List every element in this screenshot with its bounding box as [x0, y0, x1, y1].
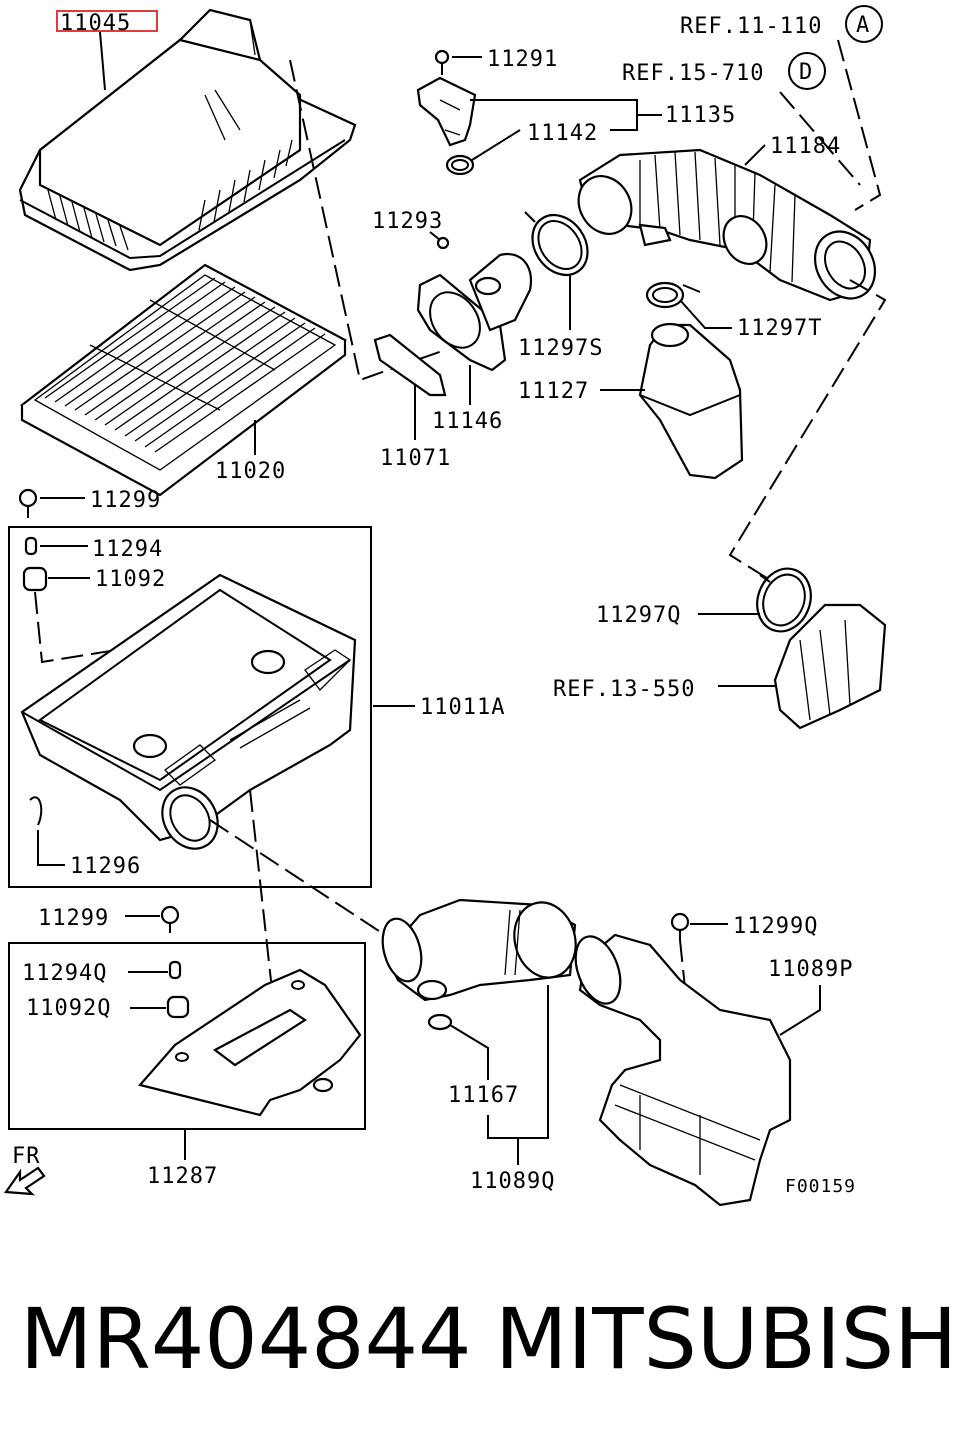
grommet-11294[interactable] [24, 536, 38, 556]
callout-11167[interactable]: 11167 [448, 1083, 519, 1108]
callout-11135[interactable]: 11135 [665, 103, 736, 128]
screw-11299-top[interactable] [18, 488, 38, 518]
intake-adaptor-11146[interactable] [416, 252, 533, 372]
callout-11089P[interactable]: 11089P [768, 957, 853, 982]
air-filter-element[interactable] [19, 263, 348, 497]
callout-11089Q[interactable]: 11089Q [470, 1169, 555, 1194]
figure-code: F00159 [785, 1176, 856, 1197]
callout-11299-mid[interactable]: 11299 [38, 906, 109, 931]
screw-11299Q[interactable] [670, 912, 690, 940]
callout-11294Q[interactable]: 11294Q [22, 961, 107, 986]
badge-a [845, 5, 883, 43]
callout-11092[interactable]: 11092 [95, 567, 166, 592]
callout-11299Q[interactable]: 11299Q [733, 914, 818, 939]
fr-label: FR [12, 1144, 41, 1169]
air-intake-hose-11184[interactable] [568, 148, 886, 309]
fr-arrow-icon [3, 1166, 46, 1196]
callout-11020[interactable]: 11020 [215, 459, 286, 484]
badge-a-letter: A [856, 13, 870, 38]
seal-11167[interactable] [427, 1013, 453, 1031]
turbo-inlet-ref[interactable] [773, 603, 887, 730]
o-ring-11142[interactable] [445, 154, 475, 176]
callout-11071[interactable]: 11071 [380, 446, 451, 471]
highlight-box [56, 10, 158, 32]
callout-11297T[interactable]: 11297T [737, 316, 822, 341]
air-cleaner-case-11011A[interactable] [20, 573, 357, 859]
clip-11296[interactable] [29, 796, 43, 826]
callout-11293[interactable]: 11293 [372, 209, 443, 234]
hose-clamp-11297S[interactable] [521, 204, 599, 285]
screw-11291[interactable] [434, 49, 450, 75]
intake-duct-11089P[interactable] [567, 930, 792, 1207]
ref-15-710[interactable]: REF.15-710 [622, 61, 764, 86]
screw-11293[interactable] [436, 236, 450, 250]
callout-11142[interactable]: 11142 [527, 121, 598, 146]
intake-duct-11089Q[interactable] [376, 896, 583, 1002]
insulator-11092Q[interactable] [166, 995, 190, 1019]
part-number: MR404844 [20, 1290, 472, 1388]
callout-11146[interactable]: 11146 [432, 409, 503, 434]
ref-11-110[interactable]: REF.11-110 [680, 14, 822, 39]
hose-clamp-11297Q[interactable] [749, 561, 820, 639]
callout-11127[interactable]: 11127 [518, 379, 589, 404]
callout-11296[interactable]: 11296 [70, 854, 141, 879]
airflow-sensor-11135[interactable] [416, 76, 477, 147]
callout-11299-top[interactable]: 11299 [90, 488, 161, 513]
screw-11299-mid[interactable] [160, 905, 180, 933]
badge-d [788, 52, 826, 90]
callout-11011A[interactable]: 11011A [420, 695, 505, 720]
callout-11045[interactable]: 11045 [60, 11, 131, 36]
callout-11184[interactable]: 11184 [770, 134, 841, 159]
callout-11092Q[interactable]: 11092Q [26, 996, 111, 1021]
hose-clamp-11297T[interactable] [645, 281, 701, 309]
callout-11297Q[interactable]: 11297Q [596, 603, 681, 628]
resonator-11127[interactable] [638, 322, 744, 480]
badge-d-letter: D [799, 60, 813, 85]
air-cleaner-cover[interactable] [18, 8, 357, 272]
bracket-11287[interactable] [137, 968, 362, 1117]
callout-11287[interactable]: 11287 [147, 1164, 218, 1189]
grommet-11294Q[interactable] [168, 960, 182, 980]
ref-13-550[interactable]: REF.13-550 [553, 677, 695, 702]
gasket-11071[interactable] [373, 333, 447, 397]
brand-name: MITSUBISHI [495, 1290, 960, 1388]
callout-11291[interactable]: 11291 [487, 47, 558, 72]
bracket-box [8, 942, 366, 1130]
callout-11294[interactable]: 11294 [92, 537, 163, 562]
air-cleaner-case-box [8, 526, 372, 888]
callout-11297S[interactable]: 11297S [518, 336, 603, 361]
insulator-11092[interactable] [22, 566, 48, 592]
